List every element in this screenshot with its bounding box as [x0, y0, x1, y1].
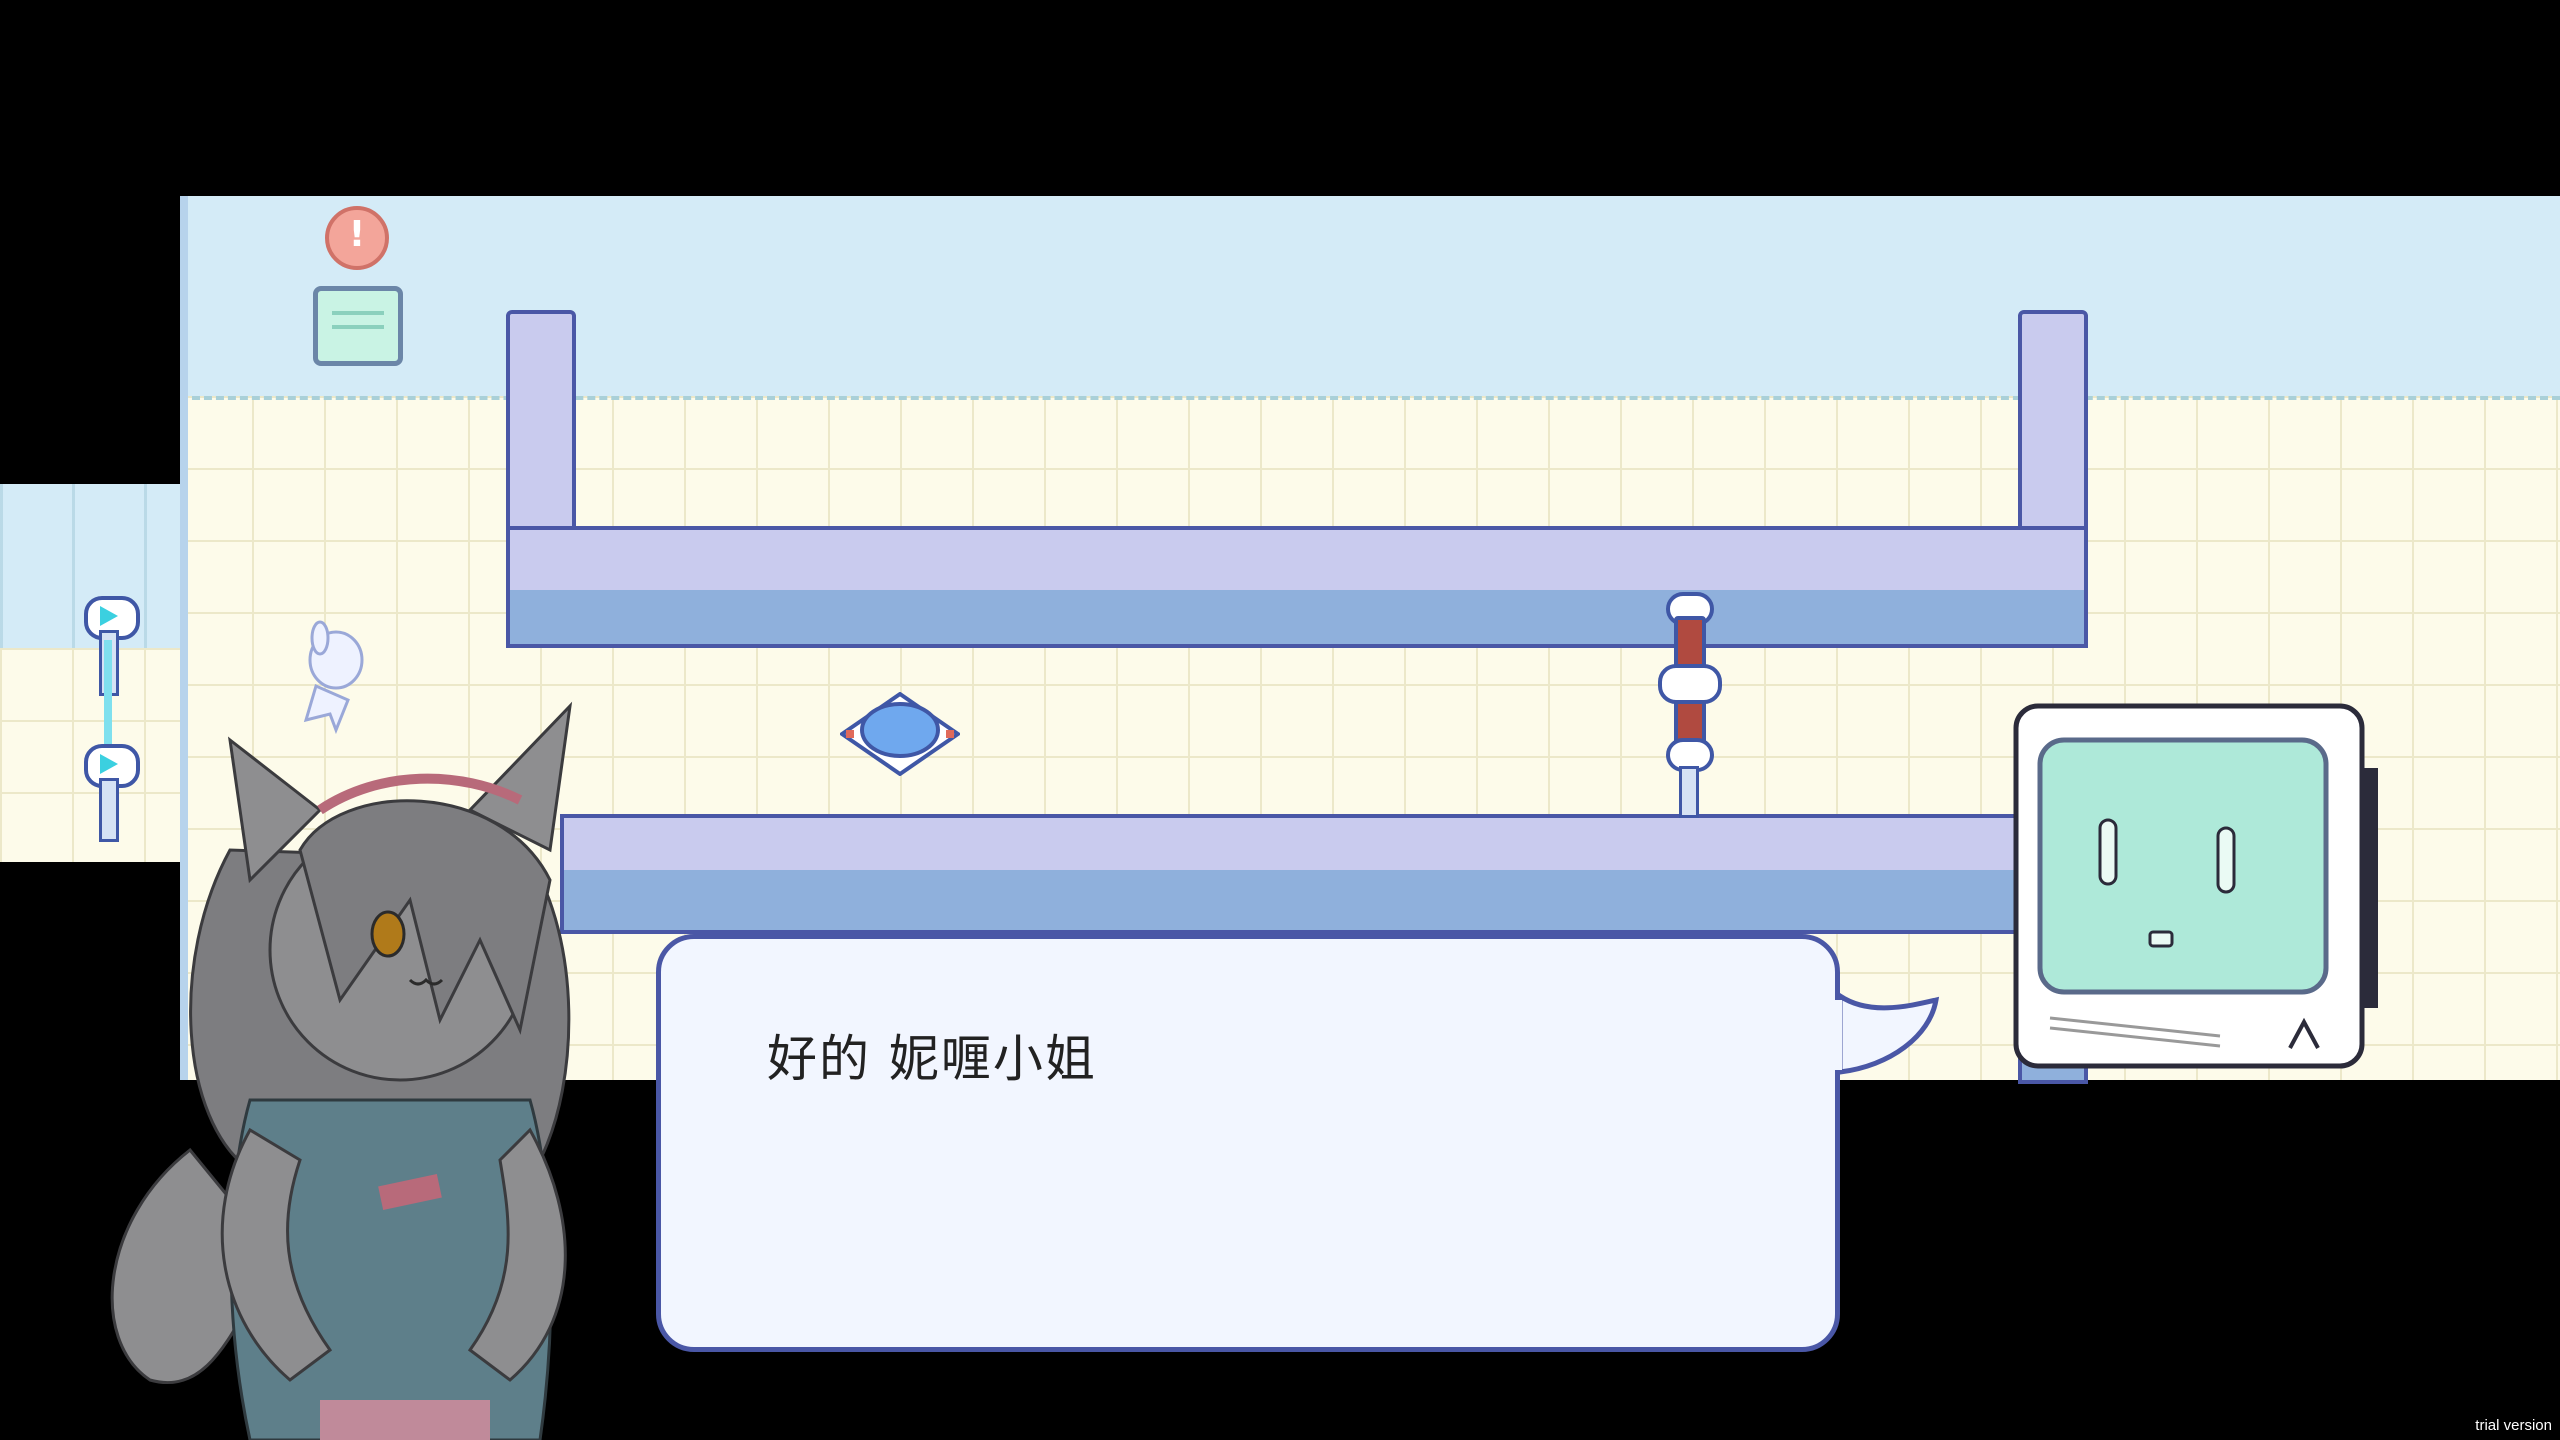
exclamation-icon: ! [325, 206, 389, 270]
upper-wall-face [506, 590, 2088, 648]
sky-area [180, 196, 2560, 396]
light-beam [104, 640, 112, 750]
dialogue-text: 好的 妮喱小姐 [767, 1030, 1097, 1088]
tv-character-portrait [2013, 703, 2378, 1069]
gate-mid-cap [1658, 664, 1722, 704]
cat-girl-portrait [110, 701, 573, 1440]
lower-wall-top [560, 814, 2068, 874]
left-wall-edge [180, 196, 188, 1080]
alert-symbol: ! [348, 214, 366, 255]
gate-post [1679, 766, 1699, 818]
boundary-dashed-line [180, 396, 2560, 400]
left-corridor-floor [0, 648, 180, 862]
dialogue-tail [1830, 991, 1940, 1075]
sign-icon[interactable] [313, 286, 403, 366]
dialogue-box[interactable]: 好的 妮喱小姐 [656, 934, 1840, 1352]
gate-bottom-cap [1666, 738, 1714, 772]
lower-wall-face [560, 870, 2068, 934]
floor-pressure-button[interactable] [840, 692, 960, 776]
pillar-bar-2 [99, 778, 119, 842]
upper-wall-top [506, 526, 2088, 594]
bunny-ghost-icon [303, 620, 364, 735]
trial-version-watermark: trial version [2475, 1417, 2552, 1434]
